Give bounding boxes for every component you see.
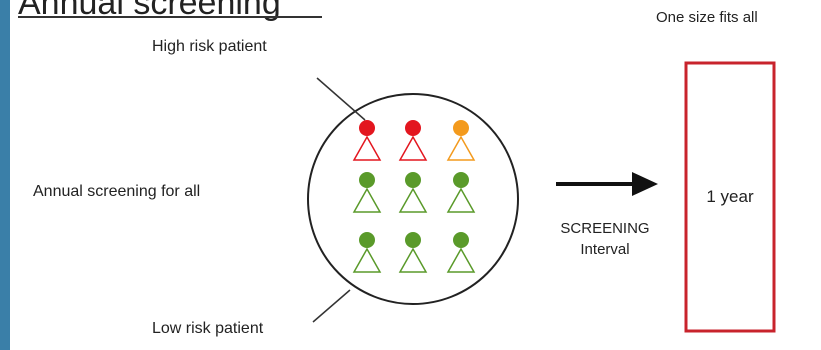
annual-screening-label: Annual screening for all [33, 183, 201, 200]
patient-icon-red [398, 120, 428, 161]
interval-box-label: 1 year [706, 187, 754, 206]
patient-icon-green [446, 172, 476, 213]
patient-icon-green [352, 232, 382, 273]
patient-body [446, 135, 476, 161]
patient-head [405, 120, 421, 136]
patient-head [359, 172, 375, 188]
side-accent-bar [0, 0, 10, 350]
interval-line-2: Interval [580, 241, 630, 258]
patient-body [398, 135, 428, 161]
patient-icon-red [352, 120, 382, 161]
patient-body [352, 135, 382, 161]
patient-body [398, 187, 428, 213]
patient-body [352, 187, 382, 213]
patient-head [453, 172, 469, 188]
patient-head [405, 172, 421, 188]
patient-head [405, 232, 421, 248]
patient-head [359, 120, 375, 136]
high-risk-pointer-line [316, 77, 366, 121]
patient-icon-green [446, 232, 476, 273]
patient-head [453, 120, 469, 136]
patient-icon-green [352, 172, 382, 213]
low-risk-label: Low risk patient [152, 320, 264, 337]
patient-body [446, 187, 476, 213]
screening-interval-label: SCREENING Interval [545, 218, 665, 260]
patient-head [359, 232, 375, 248]
patient-icons [352, 120, 476, 273]
patient-head [453, 232, 469, 248]
interval-box [684, 61, 776, 333]
heading-underline [18, 16, 322, 18]
patient-body [398, 247, 428, 273]
high-risk-label: High risk patient [152, 38, 267, 55]
patient-icon-green [398, 172, 428, 213]
low-risk-pointer-line [312, 289, 351, 323]
patient-icon-orange [446, 120, 476, 161]
screening-arrow-head [632, 172, 658, 196]
patient-body [352, 247, 382, 273]
patient-body [446, 247, 476, 273]
one-size-label: One size fits all [656, 9, 758, 26]
patient-icon-green [398, 232, 428, 273]
patient-population-circle [307, 93, 519, 305]
interval-line-1: SCREENING [560, 220, 650, 237]
